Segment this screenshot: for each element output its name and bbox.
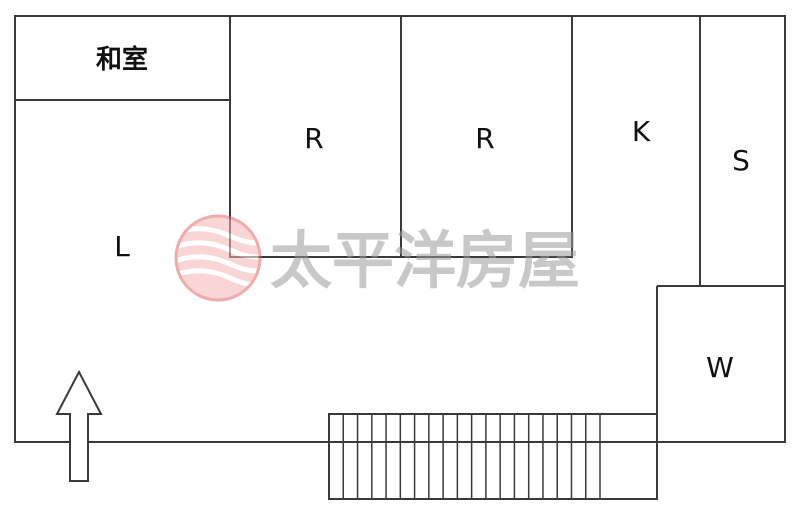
room-label-r2: R: [475, 122, 494, 155]
room-r2-walls: [400, 15, 573, 258]
staircase: [328, 413, 658, 500]
up-arrow-icon: [55, 369, 103, 482]
room-label-washitsu: 和室: [96, 44, 148, 75]
room-label-storage: S: [732, 144, 750, 177]
room-label-r1: R: [304, 122, 323, 155]
watermark: 太平洋房屋: [174, 214, 580, 302]
watermark-text: 太平洋房屋: [270, 224, 580, 297]
wave-sphere-logo-icon: [174, 214, 262, 302]
room-label-wc: W: [706, 351, 734, 384]
room-label-kitchen: K: [632, 115, 651, 148]
stair-steps: [342, 414, 601, 499]
stair-outline: [328, 413, 658, 500]
room-label-living: L: [114, 230, 130, 263]
